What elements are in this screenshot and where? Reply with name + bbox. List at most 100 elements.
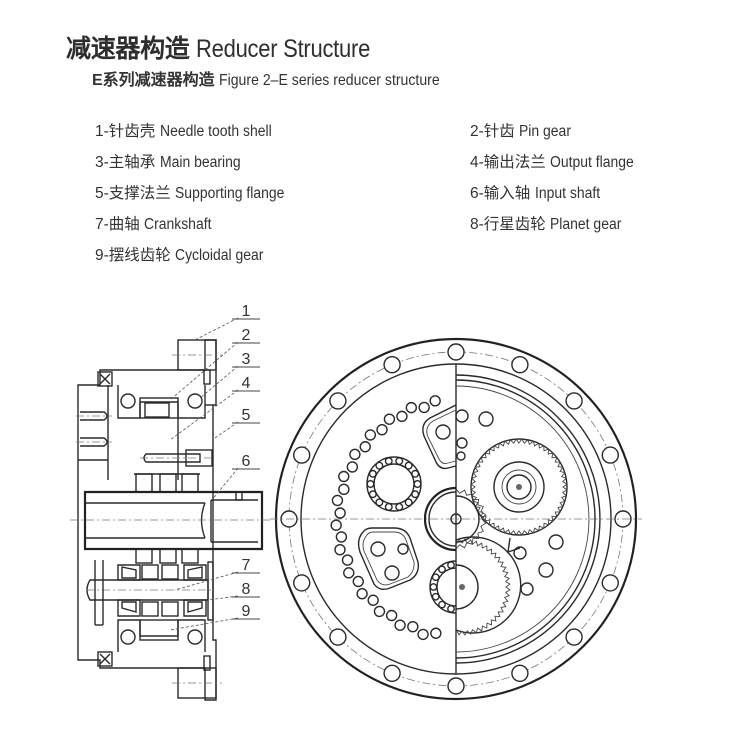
crank-bearing-lower: [429, 560, 457, 614]
caption-chinese: E系列减速器构造: [92, 72, 215, 89]
gear-teeth: [456, 488, 487, 550]
callout-numbers: 1 2 3 4 5 6 7 8 9: [242, 303, 251, 620]
legend-number: 6: [470, 185, 479, 202]
bearing-ball: [375, 498, 384, 507]
legend-item: 4-输出法兰 Output flange: [470, 154, 634, 171]
legend-en: Output flange: [550, 154, 634, 171]
pin-roller: [331, 494, 344, 507]
bearing-ball: [431, 592, 440, 601]
bearing-ball: [447, 605, 455, 613]
pin-roller: [341, 554, 354, 566]
pin-roller: [349, 448, 361, 461]
callout-9: 9: [242, 603, 251, 620]
bearing-ball: [384, 457, 393, 466]
bearing-ball: [395, 457, 404, 466]
front-view: [270, 337, 642, 701]
legend-cn: 行星齿轮: [483, 216, 546, 233]
figure-caption: E系列减速器构造 Figure 2–E series reducer struc…: [92, 70, 470, 92]
planet-gear-lower: [455, 536, 522, 636]
legend-cn: 输出法兰: [483, 154, 546, 171]
pin-roller: [335, 531, 348, 543]
bolt-hole: [601, 574, 619, 592]
gear-teeth: [456, 538, 511, 636]
legend-cn: 针齿壳: [108, 123, 156, 140]
legend-cn: 输入轴: [483, 185, 531, 202]
bearing-ball: [384, 502, 393, 511]
bolt-hole: [565, 628, 583, 646]
bearing-ball: [375, 461, 384, 470]
legend-number: 8: [470, 216, 479, 233]
callout-7: 7: [242, 557, 251, 574]
pin-roller: [334, 543, 346, 556]
legend-number: 3: [95, 154, 104, 171]
bolt-hole: [383, 356, 401, 374]
legend-item: 2-针齿 Pin gear: [470, 123, 572, 140]
bolt-hole: [447, 343, 465, 361]
bolt-hole: [601, 446, 619, 464]
legend-en: Supporting flange: [175, 185, 285, 202]
pin-roller: [364, 429, 377, 441]
pin-roller: [385, 609, 398, 622]
pin-roller: [418, 401, 430, 414]
pin-roller: [430, 627, 442, 639]
legend-number: 9: [95, 247, 104, 264]
callout-4: 4: [242, 375, 251, 392]
pin-roller: [396, 410, 408, 423]
pin-roller: [343, 567, 355, 579]
legend-en: Main bearing: [159, 154, 241, 171]
callout-5: 5: [242, 407, 251, 424]
bearing-ball: [411, 469, 420, 478]
legend-item: 6-输入轴 Input shaft: [470, 185, 600, 202]
cycloid-window-upper: [422, 404, 457, 470]
legend-item: 8-行星齿轮 Planet gear: [470, 216, 622, 233]
legend-item: 5-支撑法兰 Supporting flange: [95, 185, 285, 202]
pin-roller: [429, 395, 441, 407]
bolt-hole: [447, 677, 465, 695]
bearing-ball: [447, 561, 455, 569]
bearing-ball: [366, 480, 375, 489]
bearing-ball: [429, 583, 438, 591]
bolt-hole: [565, 392, 583, 410]
page-title: 减速器构造 Reducer Structure: [66, 34, 394, 64]
bolt-hole: [329, 392, 347, 410]
crank-bearing-upper: [366, 456, 422, 512]
legend-number: 2: [470, 123, 479, 140]
legend-item: 3-主轴承 Main bearing: [95, 154, 241, 171]
pin-roller: [352, 575, 364, 588]
outer-bolts: [280, 343, 632, 695]
pin-roller: [376, 423, 388, 436]
legend-en: Planet gear: [550, 216, 622, 233]
legend-item: 1-针齿壳 Needle tooth shell: [95, 123, 272, 140]
bearing-ball: [404, 498, 413, 507]
output-flange-ring: [455, 374, 601, 664]
bolt-hole: [293, 446, 311, 464]
cycloid-window-lower: [357, 527, 420, 591]
callout-8: 8: [242, 581, 251, 598]
gear-teeth: [470, 438, 568, 536]
title-chinese: 减速器构造: [66, 35, 190, 63]
bearing-ball: [411, 490, 420, 499]
bolt-hole: [329, 628, 347, 646]
pin-roller: [383, 413, 396, 425]
legend-cn: 主轴承: [108, 154, 156, 171]
bolt-hole: [293, 574, 311, 592]
legend-en: Pin gear: [519, 123, 572, 140]
pin-roller: [373, 605, 386, 618]
bearing-ball: [431, 573, 440, 582]
bearing-ball: [368, 469, 377, 478]
legend-number: 5: [95, 185, 104, 202]
bearing-ball: [368, 490, 377, 499]
bearing-ball: [413, 480, 422, 489]
pin-roller: [417, 628, 429, 641]
legend-number: 4: [470, 154, 479, 171]
pin-roller: [346, 461, 359, 473]
callout-3: 3: [242, 351, 251, 368]
callout-6: 6: [242, 453, 251, 470]
legend-cn: 摆线齿轮: [108, 247, 171, 264]
bearing-ball: [395, 502, 404, 511]
pin-roller: [405, 401, 418, 414]
legend-en: Needle tooth shell: [159, 123, 272, 140]
bearing-ball: [438, 600, 446, 609]
pin-roller: [367, 594, 379, 606]
